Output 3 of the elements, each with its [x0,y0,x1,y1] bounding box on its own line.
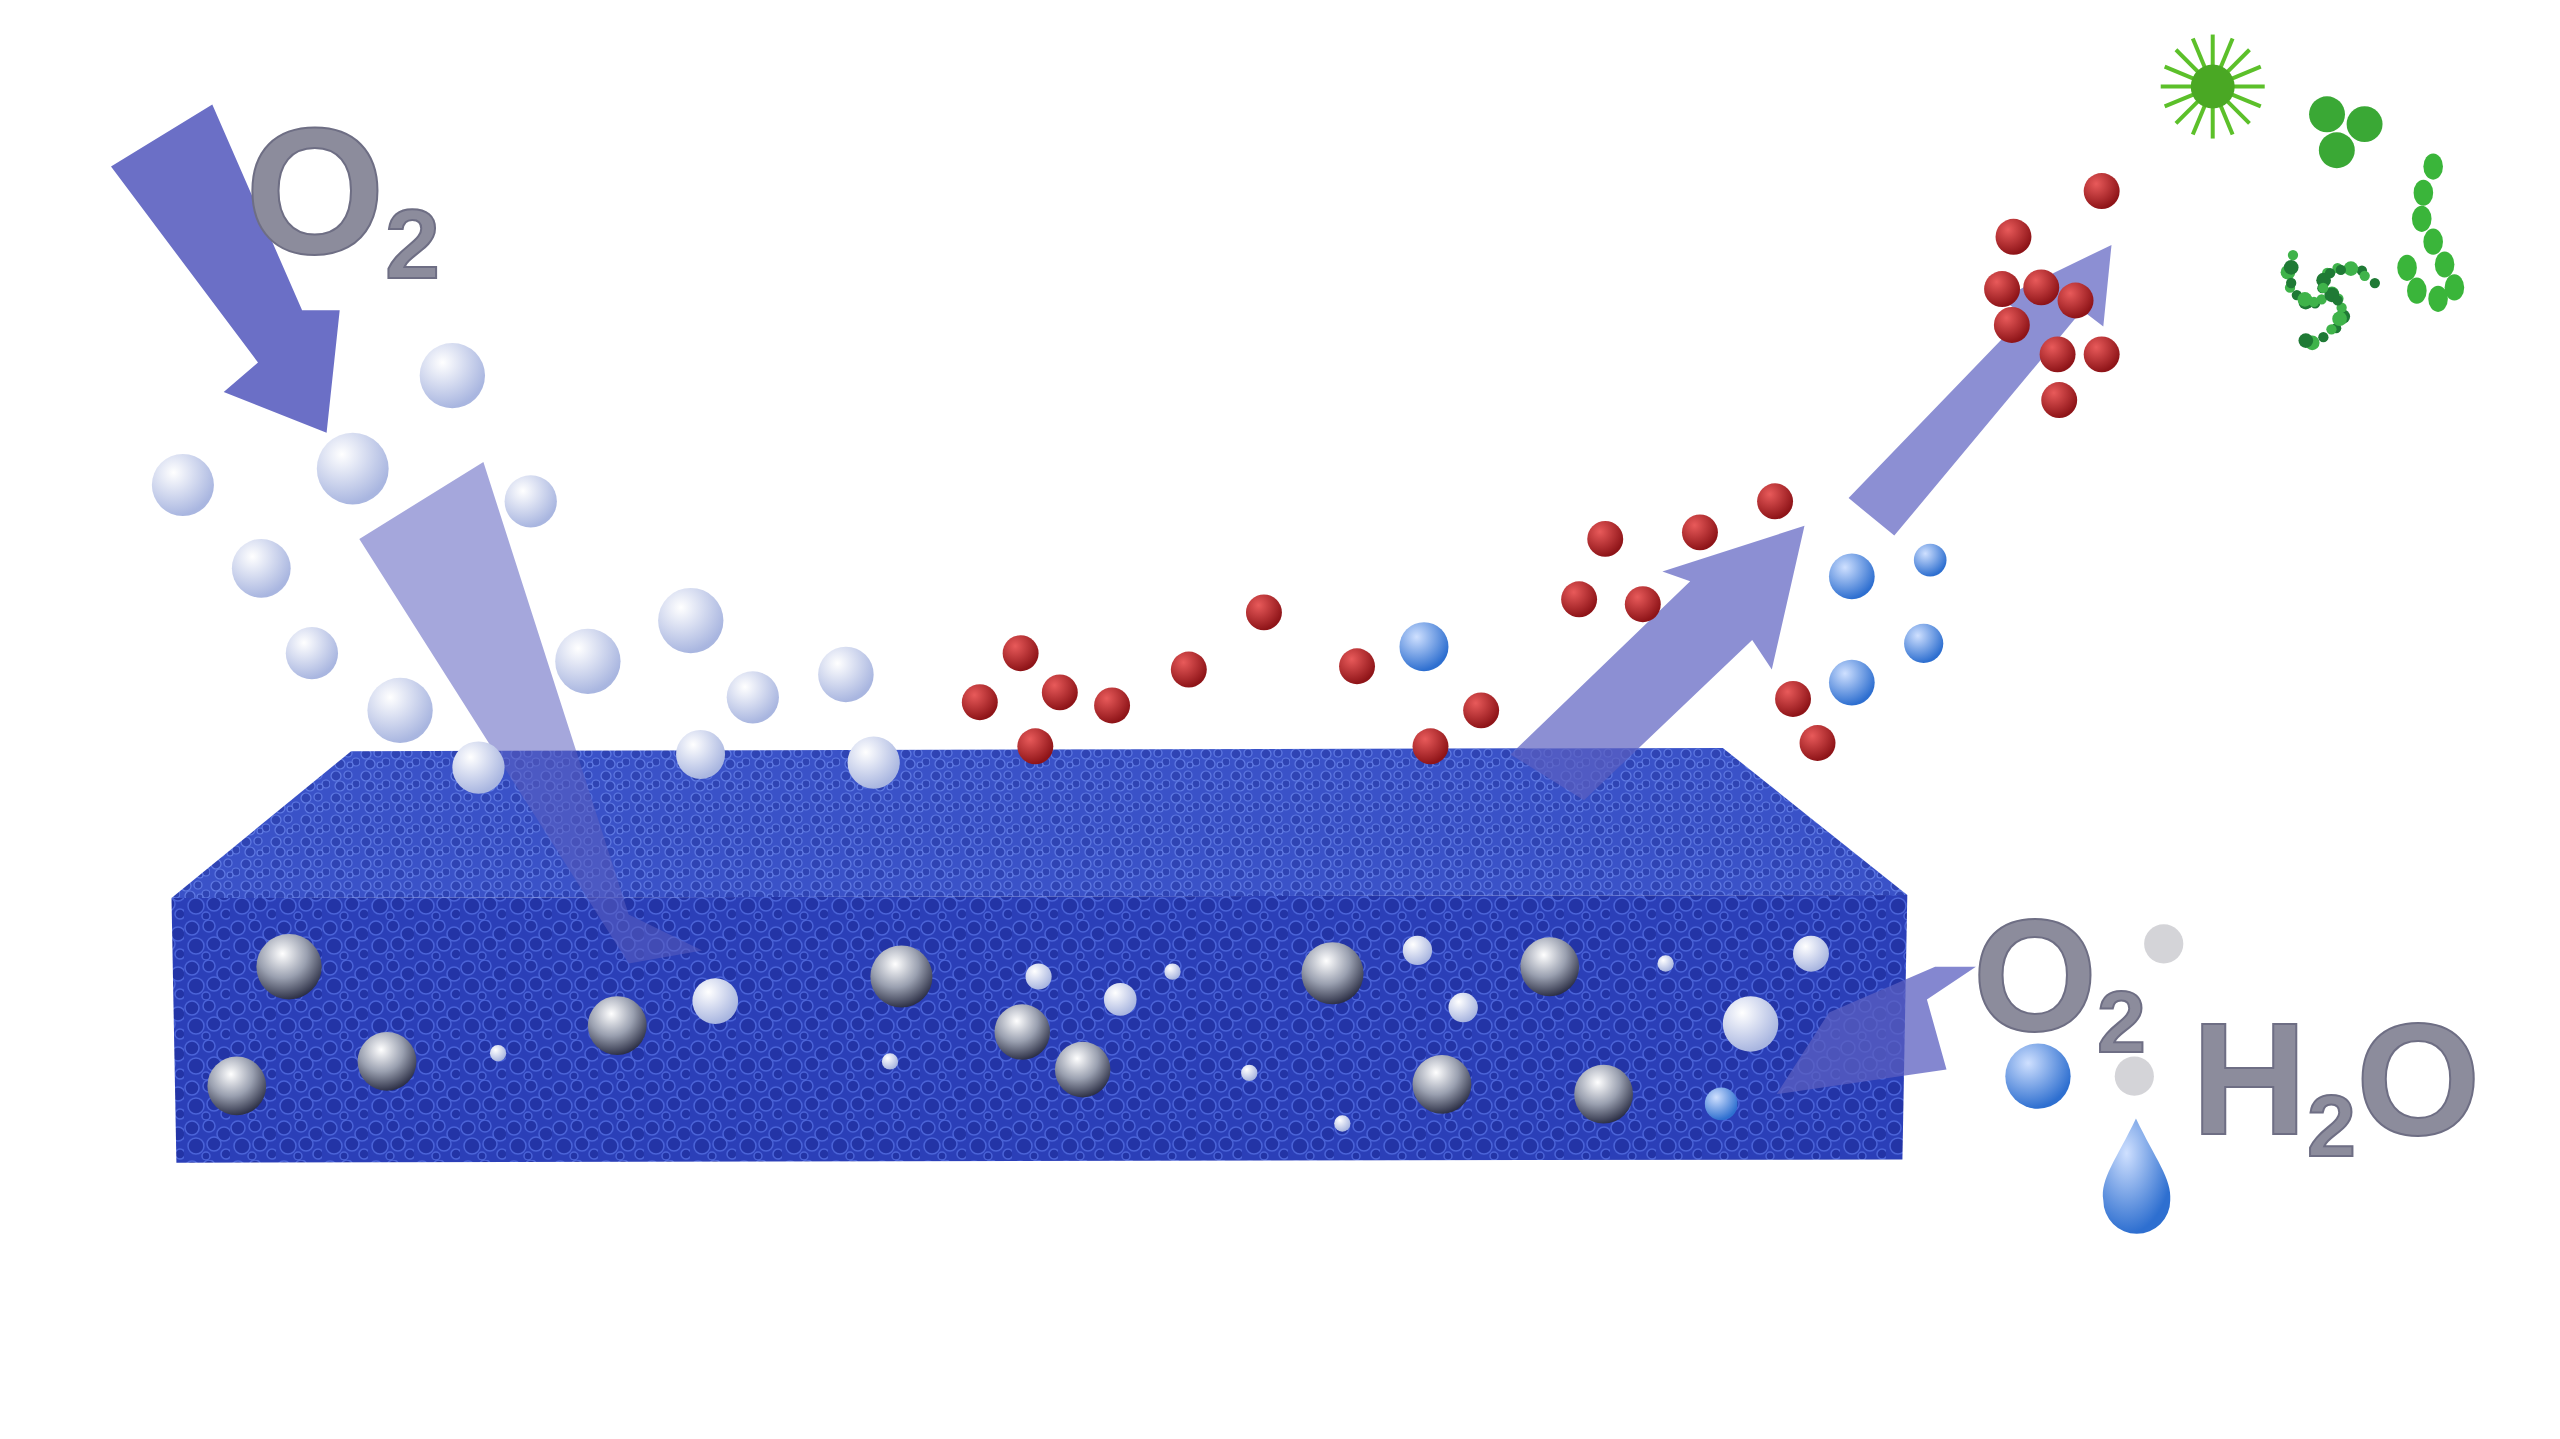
formula-label: H$_{2}$O [2191,999,2481,1171]
formula-label: O$_{2}$ [244,101,440,293]
formula-label: O$_{2}$ [1972,894,2147,1066]
